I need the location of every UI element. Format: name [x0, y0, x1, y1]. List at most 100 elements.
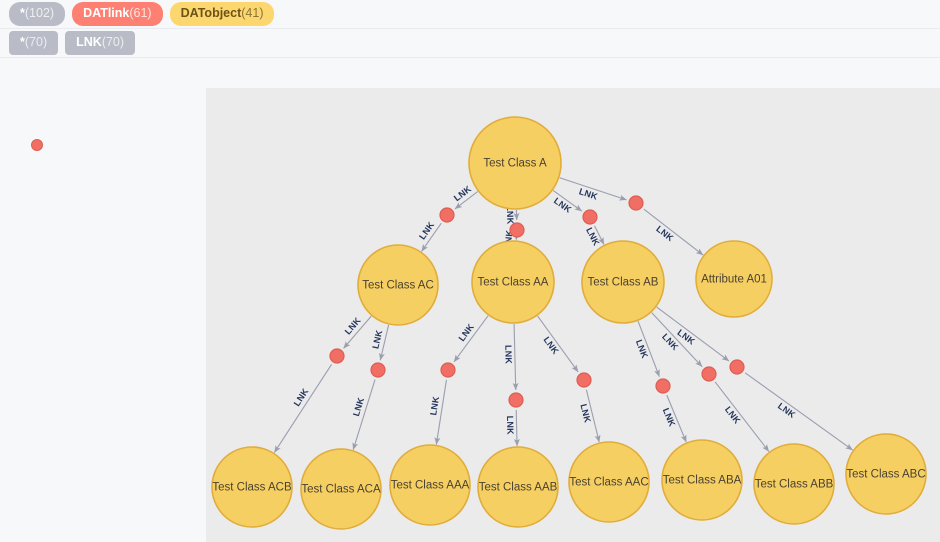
edge-segment-out	[594, 225, 605, 245]
graph-node[interactable]: Test Class AAA	[389, 444, 471, 526]
node-circle[interactable]	[581, 240, 665, 324]
edge-label-lnk: LNK	[584, 226, 602, 248]
graph-node[interactable]: Test Class ACA	[300, 448, 382, 530]
graph-node[interactable]: Test Class ABA	[661, 439, 743, 521]
chip-count: (70)	[101, 35, 125, 50]
link-node[interactable]	[729, 359, 745, 375]
node-circle[interactable]	[389, 444, 471, 526]
node-circle[interactable]	[661, 439, 743, 521]
node-circle[interactable]	[300, 448, 382, 530]
edge-segment-in	[379, 324, 390, 361]
node-circle[interactable]	[471, 240, 555, 324]
link-node[interactable]	[576, 372, 592, 388]
node-label: Test Class ACA	[301, 484, 381, 496]
link-node[interactable]	[582, 209, 598, 225]
graph-node[interactable]: Attribute A01	[695, 240, 773, 318]
link-node[interactable]	[701, 366, 717, 382]
legend-panel: *(102)DATlink(61)DATobject(41) *(70)LNK(…	[0, 0, 940, 58]
edge-segment-in	[559, 177, 627, 201]
graph-edge[interactable]	[273, 315, 372, 453]
graph-node[interactable]: Test Class ABB	[753, 443, 835, 525]
edge-label-lnk: LNK	[292, 386, 311, 408]
edge-label-lnk: LNK	[776, 401, 798, 420]
node-circle[interactable]	[695, 240, 773, 318]
node-circle[interactable]	[468, 116, 562, 210]
graph-node[interactable]: Test Class A	[468, 116, 562, 210]
node-circle[interactable]	[211, 446, 293, 528]
edge-label-lnk: LNK	[578, 403, 592, 424]
chip-count: (70)	[24, 35, 48, 50]
link-node[interactable]	[508, 392, 524, 408]
graph-node[interactable]: Test Class AA	[471, 240, 555, 324]
link-node[interactable]	[628, 195, 644, 211]
node-label: Attribute A01	[701, 274, 767, 286]
chip-label: DATlink	[83, 6, 130, 21]
graph-node[interactable]: Test Class AAC	[568, 441, 650, 523]
chip-count: (102)	[24, 6, 55, 21]
node-label: Test Class ABA	[663, 475, 742, 487]
link-node[interactable]	[440, 362, 456, 378]
link-node[interactable]	[370, 362, 386, 378]
graph-edge[interactable]	[656, 306, 854, 451]
graph-edge[interactable]	[512, 323, 520, 447]
node-circle[interactable]	[357, 244, 439, 326]
legend-chip-datlink[interactable]: DATlink(61)	[72, 2, 163, 26]
node-label: Test Class AA	[478, 277, 549, 289]
graph-edge[interactable]	[537, 315, 601, 443]
chip-label: LNK	[76, 35, 102, 50]
edge-segment-in	[637, 321, 660, 377]
graph-edge[interactable]	[434, 315, 489, 445]
legend-chip-datobject[interactable]: DATobject(41)	[169, 2, 275, 26]
node-circle[interactable]	[845, 433, 927, 515]
chip-label: *	[20, 35, 25, 50]
stray-link-node[interactable]	[31, 139, 43, 151]
graph-edge[interactable]	[651, 312, 770, 452]
legend-chip-all-types[interactable]: *(70)	[9, 31, 59, 55]
edge-label-lnk: LNK	[428, 395, 441, 416]
node-circle[interactable]	[477, 446, 559, 528]
node-label: Test Class A	[483, 158, 547, 170]
graph-node[interactable]: Test Class AC	[357, 244, 439, 326]
graph-node[interactable]: Test Class ACB	[211, 446, 293, 528]
link-node[interactable]	[439, 207, 455, 223]
node-label: Test Class AAC	[569, 477, 648, 489]
link-node[interactable]	[329, 348, 345, 364]
node-label: Test Class ABB	[755, 479, 834, 491]
edge-segment-out	[714, 381, 770, 452]
edge-segment-in	[343, 315, 372, 349]
graph-node[interactable]: Test Class ABC	[845, 433, 927, 515]
edge-label-lnk: LNK	[505, 205, 516, 225]
node-circle[interactable]	[568, 441, 650, 523]
edge-label-lnk: LNK	[343, 315, 363, 336]
edge-label-lnk: LNK	[552, 196, 574, 215]
legend-chip-all-labels[interactable]: *(102)	[9, 2, 66, 26]
link-node[interactable]	[509, 222, 525, 238]
edge-segment-in	[651, 312, 703, 368]
graph-svg: LNKLNKLNKLNKLNKLNKLNKLNKLNKLNKLNKLNKLNKL…	[211, 116, 927, 530]
node-circle[interactable]	[753, 443, 835, 525]
edge-segment-in	[512, 323, 519, 391]
edge-segment-in	[454, 191, 478, 210]
edge-layer: LNKLNKLNKLNKLNKLNKLNKLNKLNKLNKLNKLNKLNKL…	[273, 177, 854, 453]
graph-edge[interactable]	[559, 177, 704, 256]
edge-segment-out	[643, 208, 704, 256]
graph-edge[interactable]	[421, 191, 478, 252]
legend-chip-lnk[interactable]: LNK(70)	[65, 31, 136, 55]
edge-segment-out	[585, 389, 601, 443]
edge-segment-out	[421, 222, 442, 252]
edge-segment-out	[434, 379, 447, 445]
graph-node[interactable]: Test Class AAB	[477, 446, 559, 528]
edge-label-lnk: LNK	[370, 329, 384, 350]
edge-label-lnk: LNK	[654, 224, 675, 244]
graph-edge[interactable]	[637, 321, 687, 443]
edge-segment-out	[513, 409, 520, 447]
graph-edge[interactable]	[352, 324, 390, 451]
graph-node[interactable]: Test Class AB	[581, 240, 665, 324]
graph-edge[interactable]	[552, 190, 605, 245]
edge-label-lnk: LNK	[452, 184, 473, 204]
node-layer: Test Class A Test Class AC Test Class AA Te…	[211, 116, 927, 530]
edge-label-lnk: LNK	[503, 345, 513, 365]
link-node[interactable]	[655, 378, 671, 394]
edge-segment-out	[744, 372, 854, 451]
